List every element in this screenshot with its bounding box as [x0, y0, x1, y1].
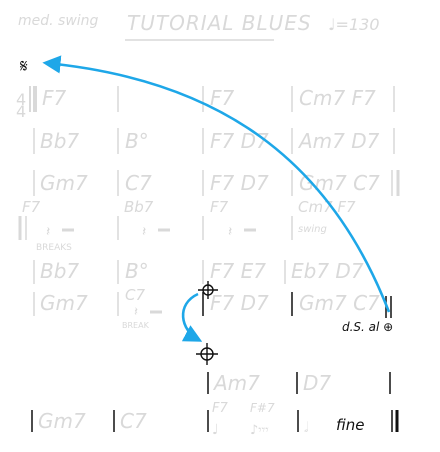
chord-r2-b4: Am7 D7: [297, 129, 380, 153]
style-marking: med. swing: [18, 13, 99, 29]
chord-r1-b1: F7: [42, 86, 67, 110]
chord-break-1: F7: [22, 198, 41, 216]
coda-icon-bottom: [196, 343, 218, 365]
svg-text:4: 4: [16, 102, 26, 121]
chord-r4-b1: Bb7: [40, 259, 79, 283]
chord-r3-b2: C7: [125, 171, 152, 195]
ds-arrow: [42, 55, 391, 313]
chord-r4-b2: B°: [125, 259, 149, 283]
swing-label: swing: [298, 224, 327, 235]
chord-r4-b4: Eb7 D7: [291, 259, 364, 283]
song-title: TUTORIAL BLUES: [127, 11, 312, 35]
row-4: Bb7 B° F7 E7 Eb7 D7: [33, 259, 364, 284]
row-5: Gm7 C7 𝄽 BREAK F7 D7 Gm7 C7: [33, 286, 392, 330]
ds-al-coda: d.S. al ⊕: [342, 320, 393, 334]
svg-text:𝄽: 𝄽: [46, 224, 50, 240]
chord-r5-b1: Gm7: [40, 291, 88, 315]
row-1: 4 4 F7 F7 Cm7 F7: [16, 86, 395, 121]
chord-break-2: Bb7: [124, 198, 154, 216]
svg-text:4: 4: [16, 90, 26, 109]
breaks-row: F7 𝄽 BREAKS Bb7 𝄽 F7 𝄽 Cm7 F7 swing: [18, 198, 356, 253]
chord-r5-b3: F7 D7: [210, 291, 269, 315]
fine-label: fine: [336, 416, 364, 434]
svg-text:𝄽: 𝄽: [134, 305, 138, 320]
chord-r2-b2: B°: [125, 129, 149, 153]
svg-text:𝅗𝅥: 𝅗𝅥: [304, 420, 309, 436]
row-3: Gm7 C7 F7 D7 Gm7 C7: [33, 170, 400, 196]
svg-text:𝄋: 𝄋: [20, 56, 28, 77]
break-label: BREAK: [122, 321, 150, 330]
chord-r4-b3: F7 E7: [210, 259, 266, 283]
svg-text:♪𝄾𝄾𝄾: ♪𝄾𝄾𝄾: [250, 423, 269, 438]
chord-c2-b3b: F#7: [250, 401, 275, 415]
row-2: Bb7 B° F7 D7 Am7 D7: [33, 128, 395, 154]
svg-text:𝄽: 𝄽: [142, 224, 146, 240]
coda-icon-top: [198, 281, 218, 299]
svg-text:♩: ♩: [212, 422, 219, 438]
chord-r1-b3: F7: [210, 86, 235, 110]
chord-c2-b3: F7: [212, 401, 228, 416]
coda-row-1: Am7 D7: [207, 371, 391, 395]
segno-icon: 𝄋: [20, 56, 28, 77]
coda-jump-arrow: [181, 292, 203, 342]
chord-r3-b3: F7 D7: [210, 171, 269, 195]
chord-break-3: F7: [210, 198, 229, 216]
svg-text:𝄽: 𝄽: [228, 224, 232, 240]
chord-r5-b4: Gm7 C7: [299, 291, 380, 315]
chord-r1-b4: Cm7 F7: [299, 86, 376, 110]
chord-r5-b2: C7: [125, 286, 145, 304]
chord-c2-b1: Gm7: [38, 409, 86, 433]
tempo-marking: ♩=130: [328, 15, 380, 34]
chord-r2-b1: Bb7: [40, 129, 79, 153]
chord-r3-b1: Gm7: [40, 171, 88, 195]
chord-c2-b2: C7: [120, 409, 147, 433]
breaks-label: BREAKS: [36, 243, 72, 253]
chord-c1-b1: Am7: [212, 371, 260, 395]
chord-break-4: Cm7 F7: [298, 198, 356, 216]
chord-c1-b2: D7: [303, 371, 331, 395]
chord-r2-b3: F7 D7: [210, 129, 269, 153]
coda-row-2: Gm7 C7 F7 ♩ F#7 ♪𝄾𝄾𝄾 𝅗𝅥 fine: [31, 401, 399, 438]
